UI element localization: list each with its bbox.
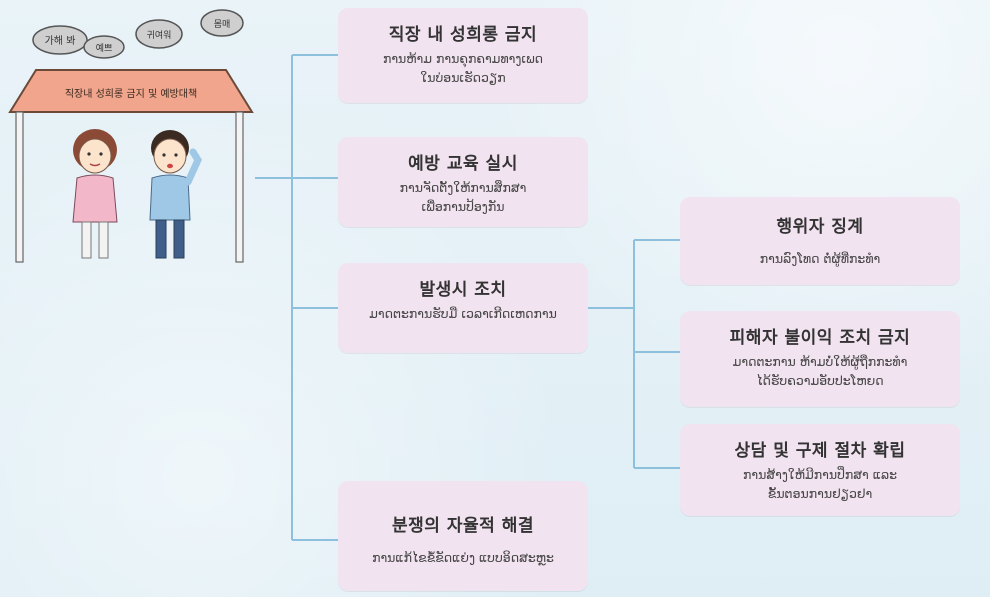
box-prevention-education: 예방 교육 실시 ການຈັດຕັ້ງໃຫ້ການສຶກສາ ເພື່ອການປ…: [338, 137, 588, 227]
speech-cloud-1: 가해 봐: [32, 25, 88, 55]
box-desc: ການຈັດຕັ້ງໃຫ້ການສຶກສາ ເພື່ອການປ້ອງກັນ: [338, 178, 588, 216]
box-desc: ການຫ້າມ ການຄຸກຄາມທາງເພດ ໃນບ່ອນເຮັດວຽກ: [338, 49, 588, 87]
box-desc-line-1: ມາດຕະການຮັບມື ເວລາເກີດເຫດການ: [369, 306, 557, 321]
right-post: [235, 111, 244, 263]
box-desc-line-1: ການຈັດຕັ້ງໃຫ້ການສຶກສາ: [399, 180, 527, 195]
box-title: 직장 내 성희롱 금지: [388, 25, 538, 45]
box-title: 피해자 불이익 조치 금지: [729, 328, 911, 348]
box-desc: ມາດຕະການ ຫ້າມບໍ່ໃຫ້ຜູ້ຖືກກະທຳ ໄດ້ຮັບຄວາມ…: [680, 352, 960, 390]
box-desc-line-2: ເພື່ອການປ້ອງກັນ: [421, 199, 505, 214]
box-desc: ມາດຕະການຮັບມື ເວລາເກີດເຫດການ: [338, 304, 588, 323]
cloud-text-2: 예쁘: [96, 43, 113, 54]
box-incident-response: 발생시 조치 ມາດຕະການຮັບມື ເວລາເກີດເຫດການ: [338, 263, 588, 353]
cloud-text-1: 가해 봐: [45, 34, 76, 47]
box-victim-protection: 피해자 불이익 조치 금지 ມາດຕະການ ຫ້າມບໍ່ໃຫ້ຜູ້ຖືກກ…: [680, 311, 960, 407]
cloud-text-3: 귀여워: [147, 29, 172, 41]
box-desc-line-1: ການຫ້າມ ການຄຸກຄາມທາງເພດ: [382, 51, 544, 66]
box-dispute-resolution: 분쟁의 자율적 해결 ການແກ້ໄຂຂໍ້ຂັດແຍ່ງ ແບບອິດສະຫຼ…: [338, 481, 588, 591]
box-title: 행위자 징계: [776, 217, 864, 237]
speech-clouds: 가해 봐 예쁘 귀여워 몸매: [32, 9, 244, 59]
woman-figure: [72, 129, 118, 259]
cartoon-illustration: 가해 봐 예쁘 귀여워 몸매 직장내 성희롱 금지 및 예방대책: [8, 9, 254, 263]
box-title: 발생시 조치: [419, 280, 507, 300]
box-desc: ການລົງໂທດ ຕໍ່ຜູ້ທີ່ກະທຳ: [680, 249, 960, 268]
box-desc-line-1: ການສ້າງໃຫ້ມີການປຶກສາ ແລະ: [742, 467, 898, 482]
speech-cloud-3: 귀여워: [135, 19, 183, 49]
cloud-text-4: 몸매: [214, 19, 231, 30]
box-desc-line-2: ໄດ້ຮັບຄວາມອັບປະໂຫຍດ: [756, 373, 884, 388]
box-counseling-remedy: 상담 및 구제 절차 확립 ການສ້າງໃຫ້ມີການປຶກສາ ແລະ ຂ…: [680, 424, 960, 516]
box-desc: ການແກ້ໄຂຂໍ້ຂັດແຍ່ງ ແບບອິດສະຫຼະ: [338, 548, 588, 567]
box-perpetrator-discipline: 행위자 징계 ການລົງໂທດ ຕໍ່ຜູ້ທີ່ກະທຳ: [680, 197, 960, 285]
box-desc-line-2: ຂັ້ນຕອນການຢຽວຢາ: [767, 486, 873, 501]
box-desc-line-1: ການແກ້ໄຂຂໍ້ຂັດແຍ່ງ ແບບອິດສະຫຼະ: [372, 550, 554, 565]
box-desc-line-2: ໃນບ່ອນເຮັດວຽກ: [420, 70, 506, 85]
box-title: 예방 교육 실시: [408, 154, 518, 174]
roof-sign: 직장내 성희롱 금지 및 예방대책: [8, 69, 254, 113]
box-desc-line-1: ມາດຕະການ ຫ້າມບໍ່ໃຫ້ຜູ້ຖືກກະທຳ: [732, 354, 908, 369]
box-title: 분쟁의 자율적 해결: [392, 516, 534, 536]
man-figure: [149, 130, 202, 259]
roof-sign-text: 직장내 성희롱 금지 및 예방대책: [65, 88, 197, 100]
speech-cloud-2: 예쁘: [83, 35, 125, 59]
box-desc-line-1: ການລົງໂທດ ຕໍ່ຜູ້ທີ່ກະທຳ: [759, 251, 881, 266]
box-title: 상담 및 구제 절차 확립: [734, 441, 906, 461]
speech-cloud-4: 몸매: [200, 9, 244, 37]
left-post: [15, 111, 24, 263]
box-desc: ການສ້າງໃຫ້ມີການປຶກສາ ແລະ ຂັ້ນຕອນການຢຽວຢາ: [680, 465, 960, 503]
box-workplace-harassment-ban: 직장 내 성희롱 금지 ການຫ້າມ ການຄຸກຄາມທາງເພດ ໃນບ່…: [338, 8, 588, 103]
